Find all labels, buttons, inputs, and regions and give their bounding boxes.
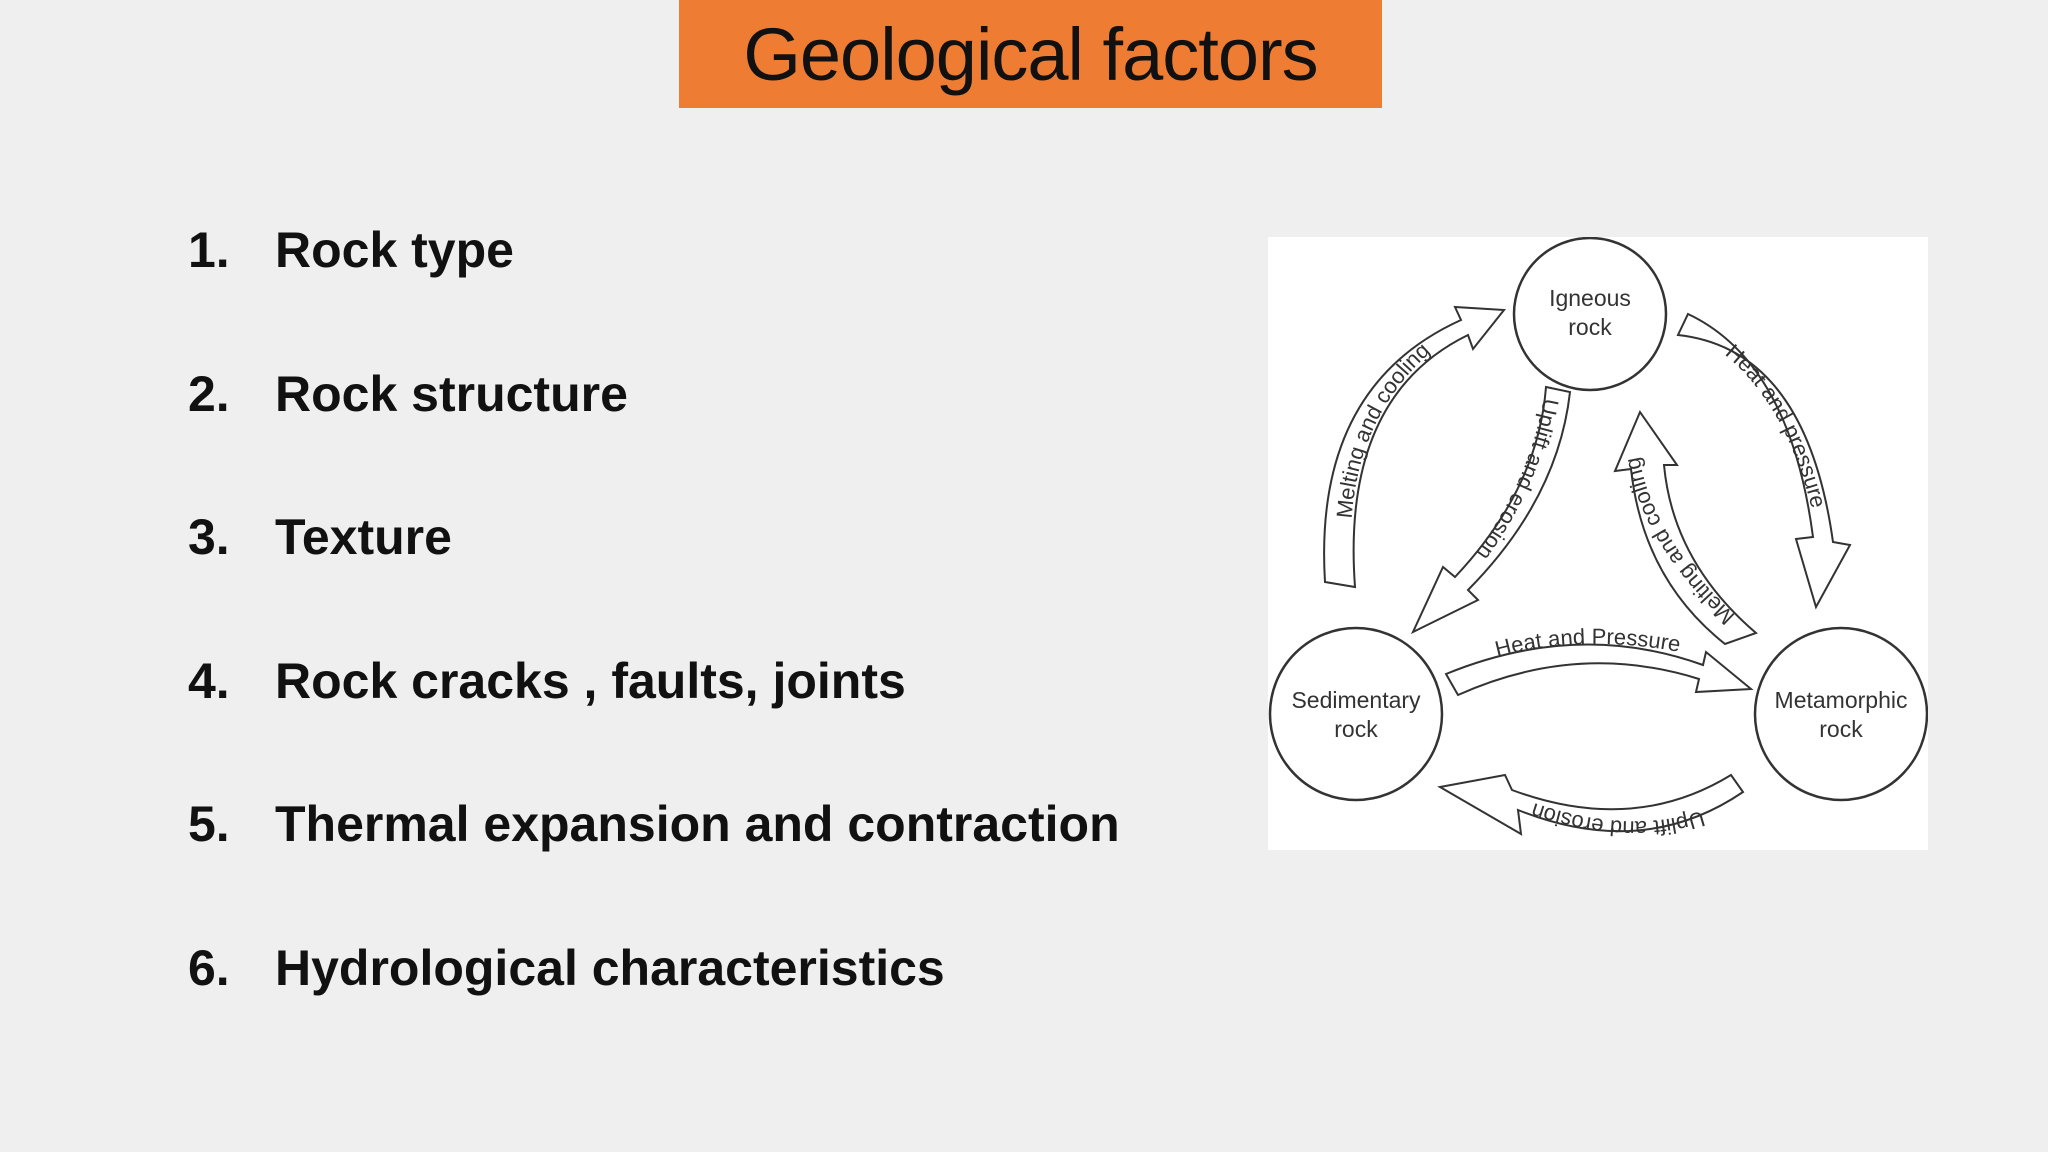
factor-number: 2. [188,365,230,422]
arrow-met-to-ign [1613,409,1758,646]
node-sedimentary: Sedimentary rock [1268,626,1444,802]
arrow-label-ign-to-met-text: Heat and pressure [1721,339,1831,510]
factor-item: 5. Thermal expansion and contraction [188,795,1120,939]
arrow-met-to-sed [1437,773,1745,836]
arrow-label-ign-to-sed-text: Uplift and erosion [1472,397,1564,565]
factor-number: 6. [188,939,230,996]
arrow-label-ign-to-sed: Uplift and erosion [1472,397,1564,565]
arrow-label-sed-to-ign: Melting and cooling [1332,337,1435,519]
node-igneous: Igneous rock [1512,237,1668,392]
title-bar: Geological factors [679,0,1382,108]
factor-text: Rock structure [275,365,628,422]
node-igneous-line2: rock [1568,314,1612,340]
arrow-label-met-to-ign: Melting and cooling [1620,455,1740,630]
factor-number: 3. [188,509,230,565]
node-igneous-line1: Igneous [1549,285,1631,311]
factor-number: 4. [188,652,230,709]
arrow-label-sed-to-met: Heat and Pressure [1492,624,1682,662]
arrow-ign-to-met [1676,312,1852,610]
node-sedimentary-line2: rock [1334,716,1378,742]
factor-text: Rock type [275,222,514,278]
factor-item: 4. Rock cracks , faults, joints [188,652,1120,796]
factor-text: Thermal expansion and contraction [275,796,1120,852]
factor-number: 1. [188,222,230,278]
arrow-label-sed-to-met-text: Heat and Pressure [1492,624,1682,662]
node-sedimentary-line1: Sedimentary [1291,687,1421,713]
arrow-label-sed-to-ign-text: Melting and cooling [1332,337,1435,519]
factor-list: 1. Rock type 2. Rock structure 3. Textur… [188,221,1120,1082]
factor-text: Hydrological characteristics [275,939,945,996]
node-metamorphic: Metamorphic rock [1753,626,1928,802]
factor-item: 6. Hydrological characteristics [188,939,1120,1083]
rock-cycle-svg: Melting and cooling Uplift and erosion H… [1268,237,1928,841]
factor-number: 5. [188,796,230,852]
slide-title: Geological factors [743,12,1318,96]
arrow-ign-to-sed [1410,385,1572,635]
factor-text: Texture [275,509,452,565]
factor-item: 1. Rock type [188,221,1120,365]
arrow-label-met-to-sed-text: Uplift and erosion [1528,798,1708,841]
arrow-label-met-to-ign-text: Melting and cooling [1620,455,1740,630]
arrow-sed-to-met [1444,643,1754,697]
factor-item: 3. Texture [188,508,1120,652]
node-metamorphic-line2: rock [1819,716,1863,742]
arrow-sed-to-ign [1323,305,1506,589]
factor-item: 2. Rock structure [188,365,1120,509]
arrow-label-ign-to-met: Heat and pressure [1721,339,1831,510]
node-metamorphic-line1: Metamorphic [1775,687,1908,713]
factor-text: Rock cracks , faults, joints [275,652,906,709]
rock-cycle-diagram: Melting and cooling Uplift and erosion H… [1268,237,1928,850]
arrow-label-met-to-sed: Uplift and erosion [1528,798,1708,841]
